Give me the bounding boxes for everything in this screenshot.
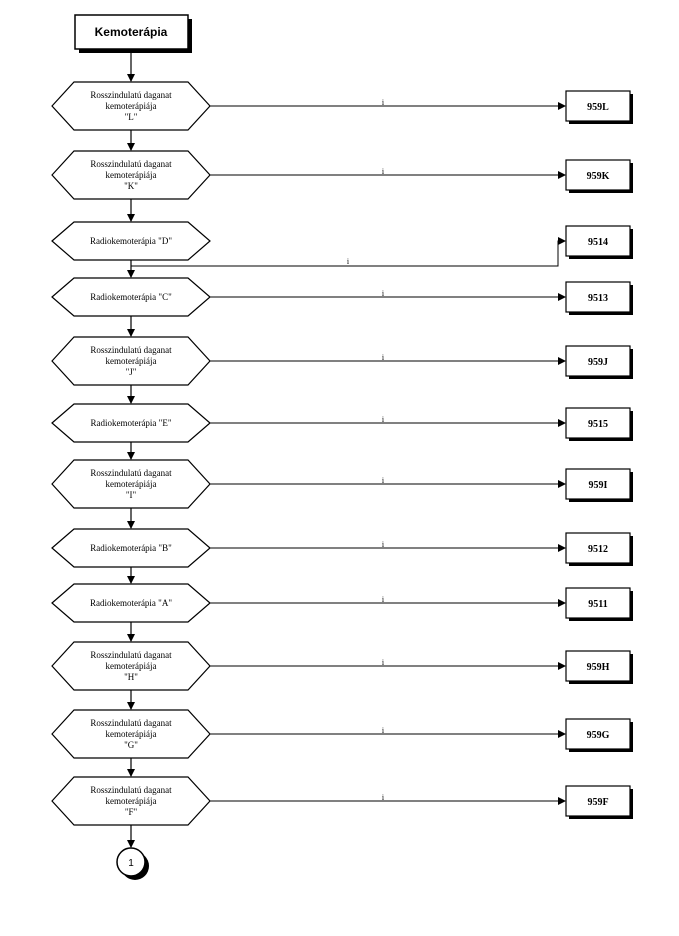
decision-label: "J" — [126, 367, 137, 377]
code-label: 959F — [587, 797, 608, 808]
code-label: 9512 — [588, 544, 608, 555]
decision-label: kemoterápiája — [106, 170, 157, 180]
decision-label: Rosszindulatú daganat — [90, 90, 172, 100]
code-box — [565, 587, 631, 619]
end-connector — [116, 847, 146, 877]
branch-arrow — [131, 237, 566, 267]
decision-label: Rosszindulatú daganat — [90, 159, 172, 169]
branch-label: i — [382, 793, 385, 802]
branch-label: i — [382, 167, 385, 176]
decision-label: Rosszindulatú daganat — [90, 785, 172, 795]
decision-node: Radiokemoterápia "B" 9512 i — [51, 528, 633, 568]
decision-node: Radiokemoterápia "C" 9513 i — [51, 277, 633, 317]
code-label: 959K — [587, 171, 610, 182]
decision-label: kemoterápiája — [106, 661, 157, 671]
branch-label: i — [347, 257, 350, 266]
code-box — [565, 225, 631, 257]
decision-node: Radiokemoterápia "E" 9515 i — [51, 403, 633, 443]
decision-label: Rosszindulatú daganat — [90, 468, 172, 478]
decision-label: kemoterápiája — [106, 101, 157, 111]
decision-label: "F" — [125, 807, 138, 817]
start-box — [74, 14, 189, 50]
code-box — [565, 159, 631, 191]
decision-label: Radiokemoterápia "A" — [90, 598, 172, 608]
decision-label: kemoterápiája — [106, 796, 157, 806]
branch-label: i — [382, 415, 385, 424]
code-box — [565, 407, 631, 439]
branch-label: i — [382, 540, 385, 549]
code-label: 959I — [589, 480, 608, 491]
branch-label: i — [382, 658, 385, 667]
code-label: 9511 — [588, 599, 607, 610]
decision-label: Radiokemoterápia "B" — [90, 543, 172, 553]
decision-label: Rosszindulatú daganat — [90, 650, 172, 660]
branch-label: i — [382, 353, 385, 362]
decision-node: Radiokemoterápia "D" 9514 i — [51, 221, 633, 267]
decision-label: kemoterápiája — [106, 479, 157, 489]
code-label: 9514 — [588, 237, 608, 248]
code-box — [565, 345, 631, 377]
code-label: 9513 — [588, 293, 608, 304]
decision-label: "L" — [125, 112, 138, 122]
decision-label: "I" — [126, 490, 137, 500]
code-box — [565, 90, 631, 122]
decision-label: kemoterápiája — [106, 356, 157, 366]
code-box — [565, 718, 631, 750]
decision-label: Radiokemoterápia "E" — [90, 418, 171, 428]
decision-label: Rosszindulatú daganat — [90, 718, 172, 728]
code-label: 959H — [587, 662, 610, 673]
end-connector-label: 1 — [128, 858, 134, 869]
branch-label: i — [382, 595, 385, 604]
decision-label: kemoterápiája — [106, 729, 157, 739]
branch-label: i — [382, 289, 385, 298]
code-label: 959G — [587, 730, 610, 741]
branch-label: i — [382, 726, 385, 735]
code-box — [565, 468, 631, 500]
code-box — [565, 532, 631, 564]
code-label: 959J — [588, 357, 608, 368]
decision-hexagon — [51, 221, 211, 261]
code-box — [565, 650, 631, 682]
code-box — [565, 281, 631, 313]
code-label: 959L — [587, 102, 609, 113]
decision-label: "K" — [124, 181, 138, 191]
branch-label: i — [382, 98, 385, 107]
decision-node: Radiokemoterápia "A" 9511 i — [51, 583, 633, 623]
code-label: 9515 — [588, 419, 608, 430]
decision-label: "H" — [124, 672, 138, 682]
decision-label: "G" — [124, 740, 138, 750]
decision-label: Rosszindulatú daganat — [90, 345, 172, 355]
start-label: Kemoterápia — [95, 25, 168, 39]
decision-label: Radiokemoterápia "C" — [90, 292, 172, 302]
branch-label: i — [382, 476, 385, 485]
code-box — [565, 785, 631, 817]
decision-label: Radiokemoterápia "D" — [90, 236, 172, 246]
